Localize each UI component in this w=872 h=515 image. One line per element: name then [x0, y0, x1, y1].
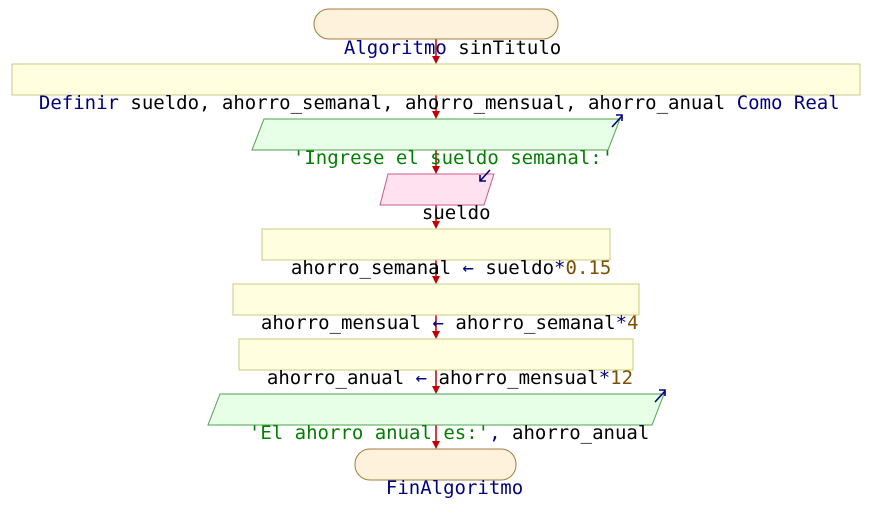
- define-process-box: [11, 63, 861, 96]
- output-arrow-icon-2: [654, 389, 666, 403]
- assign-num-1: 0.15: [565, 257, 612, 279]
- output-separator-2: ,: [489, 422, 512, 444]
- assign-expr-2: ahorro_semanal: [455, 312, 616, 334]
- input-label: sueldo: [399, 177, 491, 224]
- end-keyword: FinAlgoritmo: [385, 477, 524, 499]
- assign-target-1: ahorro_semanal: [290, 257, 452, 279]
- assign-num-2: 4: [627, 312, 639, 334]
- assign-op-3: *: [598, 367, 611, 389]
- define-label: Definir sueldo, ahorro_semanal, ahorro_m…: [16, 67, 840, 114]
- assign-box-1: [261, 228, 611, 261]
- output-label-2: 'El ahorro anual es:', ahorro_anual: [226, 397, 649, 444]
- assign-op-2: *: [615, 312, 628, 334]
- start-keyword: Algoritmo: [343, 37, 447, 59]
- assign-box-2: [232, 283, 640, 316]
- start-terminal: [313, 8, 559, 40]
- algorithm-name: sinTitulo: [458, 37, 562, 59]
- assign-target-2: ahorro_mensual: [260, 312, 422, 334]
- input-arrow-icon: [479, 169, 491, 182]
- output-variable-2: ahorro_anual: [512, 422, 650, 444]
- define-keyword: Definir: [38, 92, 119, 114]
- define-variables: sueldo, ahorro_semanal, ahorro_mensual, …: [130, 92, 726, 114]
- assign-target-3: ahorro_anual: [266, 367, 405, 389]
- assign-expr-3: ahorro_mensual: [438, 367, 599, 389]
- input-box: [379, 173, 495, 206]
- define-type: Como Real: [736, 92, 840, 114]
- assign-label-2: ahorro_mensual ← ahorro_semanal*4: [238, 287, 639, 334]
- assign-box-3: [238, 338, 634, 371]
- output-label-1: 'Ingrese el sueldo semanal:': [270, 122, 613, 169]
- input-variable: sueldo: [421, 202, 491, 224]
- end-label: FinAlgoritmo: [363, 452, 523, 499]
- assign-arrow-1: ←: [462, 257, 474, 279]
- output-string-2: 'El ahorro anual es:': [248, 422, 490, 444]
- end-terminal: [354, 448, 517, 481]
- assign-op-1: *: [554, 257, 566, 279]
- output-arrow-icon: [611, 114, 623, 128]
- output-box-1: [251, 118, 621, 151]
- assign-num-3: 12: [610, 367, 634, 389]
- assign-arrow-3: ←: [415, 367, 428, 389]
- assign-label-3: ahorro_anual ← ahorro_mensual*12: [244, 342, 633, 389]
- output-box-2: [207, 393, 665, 426]
- assign-label-1: ahorro_semanal ← sueldo*0.15: [268, 232, 611, 279]
- assign-arrow-2: ←: [432, 312, 444, 334]
- output-string-1: 'Ingrese el sueldo semanal:': [292, 147, 614, 169]
- assign-expr-1: sueldo: [485, 257, 555, 279]
- start-label: Algoritmo sinTitulo: [321, 12, 561, 59]
